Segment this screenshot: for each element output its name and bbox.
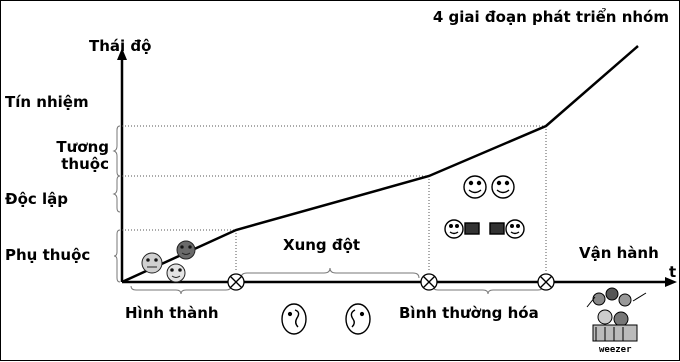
- level-label-dependent: Phụ thuộc: [5, 246, 91, 264]
- level-guides: [122, 125, 547, 271]
- stage-transition-markers: [227, 273, 555, 291]
- y-braces: [112, 125, 121, 283]
- shaking-hands-icon: [444, 175, 525, 239]
- x-axis-arrow: [665, 277, 677, 287]
- x-braces: [130, 267, 544, 295]
- x-axis-label: t: [669, 263, 677, 281]
- stage-label-performing: Vận hành: [579, 244, 659, 262]
- level-label-independent: Độc lập: [5, 190, 68, 208]
- confused-face-icon: [281, 303, 371, 335]
- stage-label-storming: Xung đột: [283, 236, 361, 254]
- level-label-interdependent: Tương thuộc: [56, 138, 109, 173]
- level-label-trust: Tín nhiệm: [5, 93, 89, 111]
- stage-label-norming: Bình thường hóa: [399, 304, 539, 322]
- band-logo-text: weezer: [599, 345, 632, 355]
- development-curve: [121, 45, 639, 284]
- y-axis-title: Thái độ: [89, 37, 152, 55]
- smiley-face-icon: [141, 240, 196, 283]
- band-people-icon: [586, 287, 647, 342]
- stage-label-forming: Hình thành: [125, 304, 219, 322]
- y-axis-arrow: [117, 48, 127, 60]
- diagram-title: 4 giai đoạn phát triển nhóm: [432, 8, 669, 26]
